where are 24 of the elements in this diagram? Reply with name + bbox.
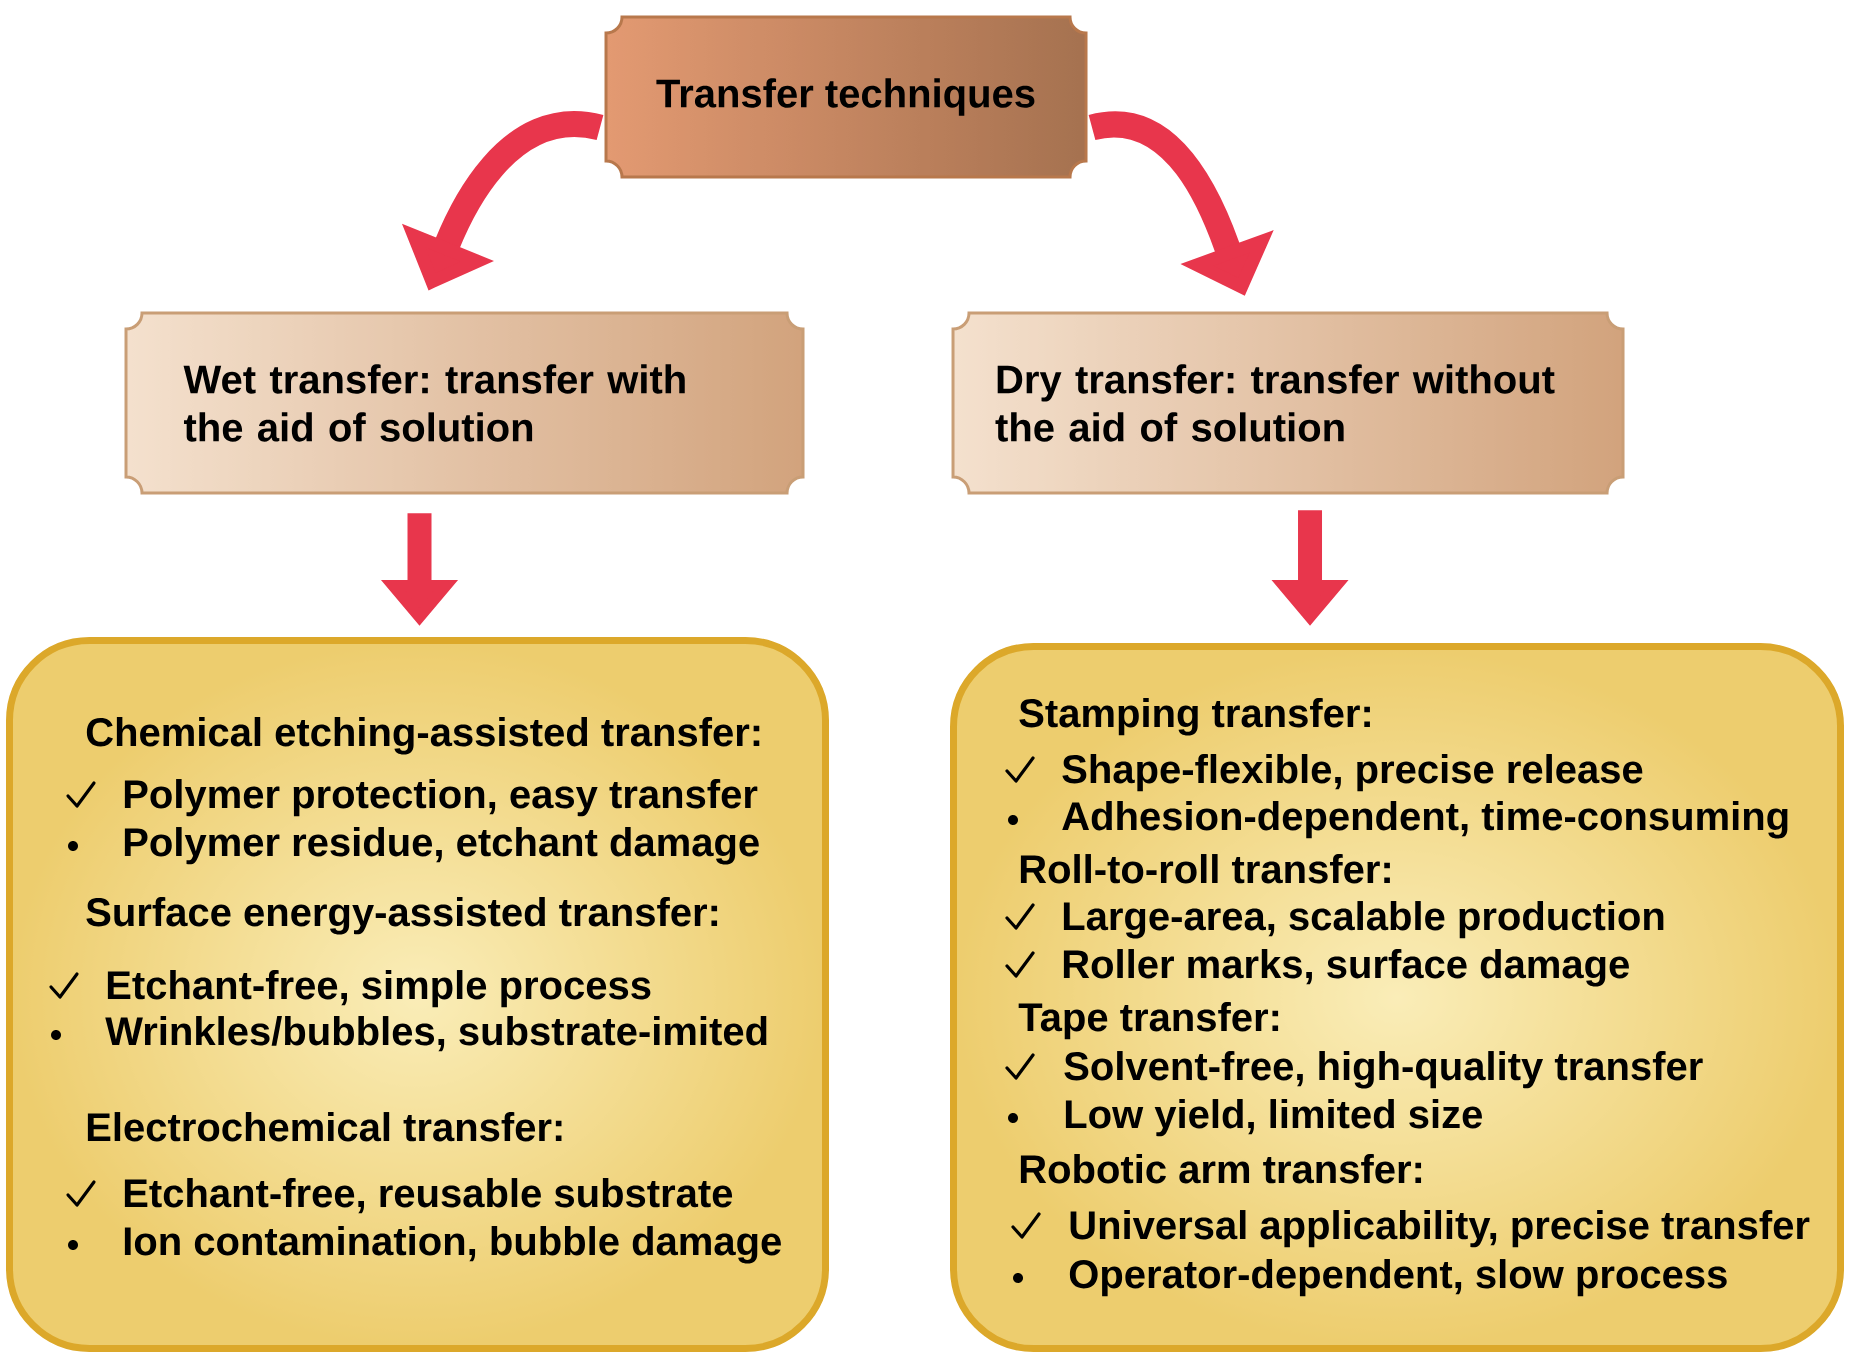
list-item: Universal applicability, precise transfer <box>1070 1210 1810 1248</box>
list-item: Ion contamination, bubble damage <box>124 1226 781 1264</box>
section-heading: Tape transfer: <box>1018 1002 1279 1040</box>
list-item: Roller marks, surface damage <box>1063 949 1629 987</box>
list-item: Etchant-free, simple process <box>107 970 651 1008</box>
section-heading: Robotic arm transfer: <box>1020 1154 1422 1184</box>
list-item: Solvent-free, high-quality transfer <box>1064 1051 1703 1089</box>
list-item: Shape-flexible, precise release <box>1062 754 1643 792</box>
section-heading: Roll-to-roll transfer: <box>1020 854 1390 884</box>
list-item: Operator-dependent, slow process <box>1069 1259 1727 1297</box>
title-plaque: Transfer techniques <box>604 15 1088 179</box>
list-item: Adhesion-dependent, time-consuming <box>1062 801 1788 839</box>
list-item: Low yield, limited size <box>1065 1099 1482 1137</box>
list-item: Polymer protection, easy transfer <box>124 779 758 817</box>
section-heading: Surface energy-assisted transfer: <box>86 897 718 935</box>
list-item: Etchant-free, reusable substrate <box>124 1178 733 1214</box>
list-item: Large-area, scalable production <box>1063 901 1664 939</box>
section-heading: Chemical etching-assisted transfer: <box>86 717 760 755</box>
category-plaque: Wet transfer: transfer with the aid of solution <box>124 311 805 495</box>
list-item: Polymer residue, etchant damage <box>124 827 759 865</box>
section-heading: Electrochemical transfer: <box>87 1112 562 1142</box>
section-heading: Stamping transfer: <box>1019 698 1370 736</box>
list-item: Wrinkles/bubbles, substrate-imited <box>105 1016 767 1052</box>
category-plaque: Dry transfer: transfer without the aid of solution <box>951 311 1625 495</box>
